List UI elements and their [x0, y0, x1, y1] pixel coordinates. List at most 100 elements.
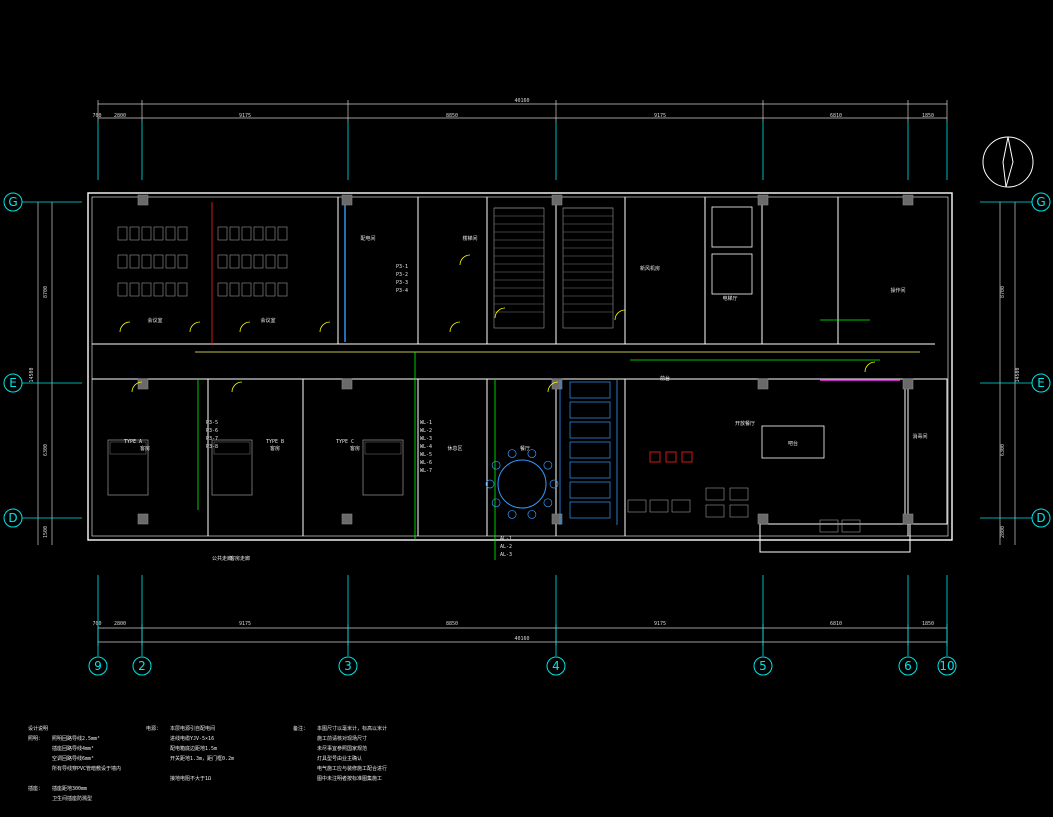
- note-row: 空调回路导线6mm²: [28, 754, 121, 764]
- dim-bottom-col: 1850: [922, 621, 934, 627]
- chair-round: [549, 479, 559, 489]
- dim-right-val: 6300: [1000, 444, 1006, 456]
- row-axis-label: D: [1036, 511, 1045, 525]
- column: [902, 194, 914, 206]
- dim-left-val: 14500: [29, 367, 35, 382]
- note-value: 本图尺寸以毫米计，标高以米计: [317, 726, 388, 732]
- fixture: [665, 451, 677, 463]
- row-bubble-right: [1031, 192, 1051, 212]
- chair-round: [507, 449, 517, 458]
- note-row: 接地电阻不大于1Ω: [146, 774, 234, 784]
- axis-bubble: [88, 656, 108, 676]
- note-row: 进线电缆YJV-5×16: [146, 734, 234, 744]
- circuit-tag: AL-1: [500, 536, 512, 542]
- chair: [229, 254, 240, 269]
- row-bubble-left: [3, 508, 23, 528]
- note-row: 未尽事宜参照国家规范: [293, 744, 387, 754]
- door-swing: [189, 321, 201, 333]
- room-label: 配电间: [360, 235, 375, 242]
- circuit-tag: P3-1: [396, 264, 408, 270]
- type-tag: TYPE A: [124, 439, 142, 445]
- column: [551, 513, 563, 525]
- room-label: 电梯厅: [722, 295, 737, 302]
- bar-island: [761, 425, 825, 459]
- dining-table: [705, 504, 725, 518]
- circuit-tag: WL-4: [420, 444, 432, 450]
- axis-label: 2: [138, 659, 146, 673]
- dim-right-val: 14500: [1015, 367, 1021, 382]
- chair-round: [543, 498, 553, 508]
- chair: [153, 226, 164, 241]
- chair: [217, 282, 228, 297]
- outer-wall-inner: [91, 196, 949, 537]
- door-swing: [239, 321, 251, 333]
- note-value: 空调回路导线6mm²: [52, 756, 95, 762]
- room-label: 操作间: [890, 287, 905, 294]
- circuit-tag: WL-7: [420, 468, 432, 474]
- dim-top-col: 8850: [446, 113, 458, 119]
- chair: [253, 226, 264, 241]
- door-swing: [231, 381, 243, 393]
- note-key: 电源：: [146, 726, 162, 732]
- chair: [177, 254, 188, 269]
- circuit-tag: P3-7: [206, 436, 218, 442]
- note-row: [28, 774, 121, 784]
- door-swing: [547, 381, 559, 393]
- note-row: 配电箱底边距地1.5m: [146, 744, 234, 754]
- dim-bottom-col: 9175: [239, 621, 251, 627]
- note-value: 插座距地300mm: [52, 786, 88, 792]
- column: [137, 378, 149, 390]
- bed: [107, 439, 149, 496]
- chair: [177, 282, 188, 297]
- chair-round: [485, 479, 495, 489]
- room-label: 公共走廊: [212, 555, 232, 562]
- circuit-tag: WL-6: [420, 460, 432, 466]
- circuit-tag: P3-3: [396, 280, 408, 286]
- room-label: 客房: [350, 445, 360, 452]
- door-swing: [449, 321, 461, 333]
- note-row: 所有导线穿PVC管暗敷设于墙内: [28, 764, 121, 774]
- circuit-tag: P3-2: [396, 272, 408, 278]
- note-key: 照明：: [28, 736, 44, 742]
- pillow: [109, 441, 147, 455]
- elevator: [711, 206, 753, 248]
- chair: [229, 226, 240, 241]
- furniture: [107, 206, 861, 533]
- electrical-wiring: [119, 202, 920, 560]
- room-label: 新风机房: [640, 265, 660, 272]
- booth: [569, 441, 611, 459]
- column: [341, 513, 353, 525]
- dim-left-val: 1500: [43, 526, 49, 538]
- chair: [141, 282, 152, 297]
- circuit-tag: AL-2: [500, 544, 512, 550]
- chair: [165, 282, 176, 297]
- notes-column-3: 备注：本图尺寸以毫米计，标高以米计施工前请核对现场尺寸未尽事宜参照国家规范灯具型…: [293, 724, 387, 784]
- column: [757, 194, 769, 206]
- circuit-tag: AL-3: [500, 552, 512, 558]
- booth: [569, 421, 611, 439]
- chair-round: [527, 510, 537, 519]
- note-value: 开关距地1.3m，距门框0.2m: [170, 756, 235, 762]
- door-swing: [119, 321, 131, 333]
- chair-round: [543, 460, 553, 470]
- booth: [569, 381, 611, 399]
- outer-wall: [87, 192, 953, 541]
- dim-left-val: 8700: [43, 286, 49, 298]
- note-row: 插座：插座距地300mm: [28, 784, 121, 794]
- axis-bubble: [132, 656, 152, 676]
- room-label: 休息区: [447, 445, 462, 452]
- note-row: 电源：本层电源引自配电间: [146, 724, 234, 734]
- dim-bottom-col: 8850: [446, 621, 458, 627]
- room-label: 餐厅: [520, 445, 530, 452]
- dim-top-col: 9175: [239, 113, 251, 119]
- type-tag: TYPE B: [266, 439, 284, 445]
- door-swing: [864, 361, 876, 373]
- room-label: 楼梯间: [462, 235, 477, 242]
- dim-top-col: 1850: [922, 113, 934, 119]
- dining-table: [649, 499, 669, 513]
- chair: [241, 226, 252, 241]
- chair: [265, 226, 276, 241]
